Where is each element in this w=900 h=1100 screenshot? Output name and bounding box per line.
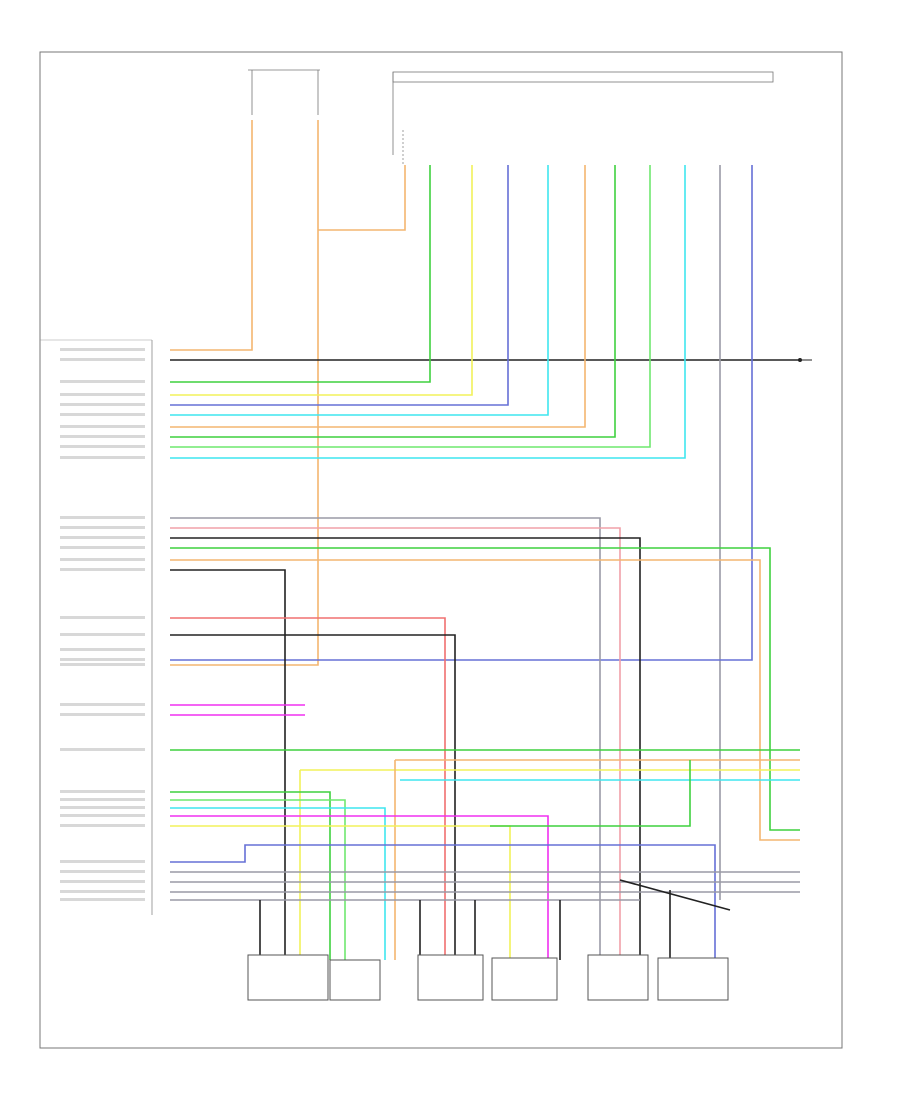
diagram-frame	[39, 51, 843, 1049]
wire-orange-18	[170, 559, 800, 841]
left-label-mark-22	[60, 713, 145, 716]
left-label-mark-4	[60, 403, 145, 406]
left-label-mark-32	[60, 890, 145, 893]
wire-green-9	[170, 165, 616, 438]
wire-orange-1	[170, 120, 319, 666]
recline-position-sensor-box	[247, 954, 329, 1001]
wire-green-35	[490, 760, 691, 827]
left-label-mark-29	[60, 860, 145, 863]
wire-pink-15	[170, 527, 621, 960]
wire-blue-36	[170, 844, 716, 960]
left-connector-block	[40, 339, 153, 915]
left-label-mark-9	[60, 456, 145, 459]
left-label-mark-12	[60, 536, 145, 539]
bottom-components	[247, 954, 729, 1001]
left-label-mark-17	[60, 633, 145, 636]
top-left-fuse-block	[248, 69, 320, 115]
top-seat-switch-assembly	[392, 71, 774, 165]
left-label-mark-28	[60, 824, 145, 827]
wire-lightgreen-10	[170, 165, 651, 448]
ground-icon	[795, 358, 812, 362]
rear-position-sensor-box	[417, 954, 484, 1001]
left-label-mark-5	[60, 413, 145, 416]
left-label-column	[60, 348, 145, 901]
left-label-mark-16	[60, 616, 145, 619]
left-label-mark-30	[60, 870, 145, 873]
left-label-mark-33	[60, 898, 145, 901]
left-label-mark-14	[60, 558, 145, 561]
left-label-mark-0	[60, 348, 145, 351]
left-label-mark-31	[60, 880, 145, 883]
left-label-mark-19	[60, 658, 145, 661]
wire-cyan-7	[170, 165, 549, 416]
rear-motor-box	[491, 957, 558, 1001]
wire-cyan-11	[170, 165, 686, 459]
wire-magenta-33	[170, 815, 549, 960]
front-position-sensor-box	[587, 954, 649, 1001]
wire-blue-13	[170, 165, 753, 661]
left-label-mark-15	[60, 568, 145, 571]
left-label-mark-6	[60, 425, 145, 428]
wire-green-30	[170, 791, 331, 960]
wire-black-16	[170, 537, 641, 960]
left-label-mark-25	[60, 798, 145, 801]
left-label-mark-1	[60, 358, 145, 361]
wire-gray-14	[170, 517, 601, 960]
left-label-mark-26	[60, 806, 145, 809]
left-label-mark-3	[60, 393, 145, 396]
left-label-mark-27	[60, 814, 145, 817]
left-label-mark-18	[60, 648, 145, 651]
left-motor-box	[329, 959, 381, 1001]
left-label-mark-13	[60, 546, 145, 549]
wire-yellow-5	[170, 165, 473, 396]
left-label-mark-24	[60, 790, 145, 793]
left-label-mark-10	[60, 516, 145, 519]
left-label-mark-11	[60, 526, 145, 529]
wire-yellow-34	[170, 825, 511, 960]
wire-orange-8	[170, 165, 586, 428]
wire-lightgreen-31	[170, 799, 346, 960]
left-label-mark-8	[60, 445, 145, 448]
left-label-mark-20	[60, 663, 145, 666]
wire-red-20	[170, 617, 446, 960]
left-label-mark-23	[60, 748, 145, 751]
left-label-mark-21	[60, 703, 145, 706]
wire-black-46	[619, 879, 731, 911]
wire-green-4	[170, 165, 431, 383]
wire-black-21	[170, 634, 456, 960]
front-motor-box	[657, 957, 729, 1001]
wire-blue-6	[170, 165, 509, 406]
left-label-mark-7	[60, 435, 145, 438]
wire-green-17	[170, 547, 800, 831]
wire-orange-2	[318, 165, 406, 231]
wire-cyan-32	[170, 807, 386, 960]
wire-orange-0	[170, 120, 253, 351]
wire-black-19	[170, 569, 286, 960]
left-label-mark-2	[60, 380, 145, 383]
wire-group	[170, 120, 800, 960]
